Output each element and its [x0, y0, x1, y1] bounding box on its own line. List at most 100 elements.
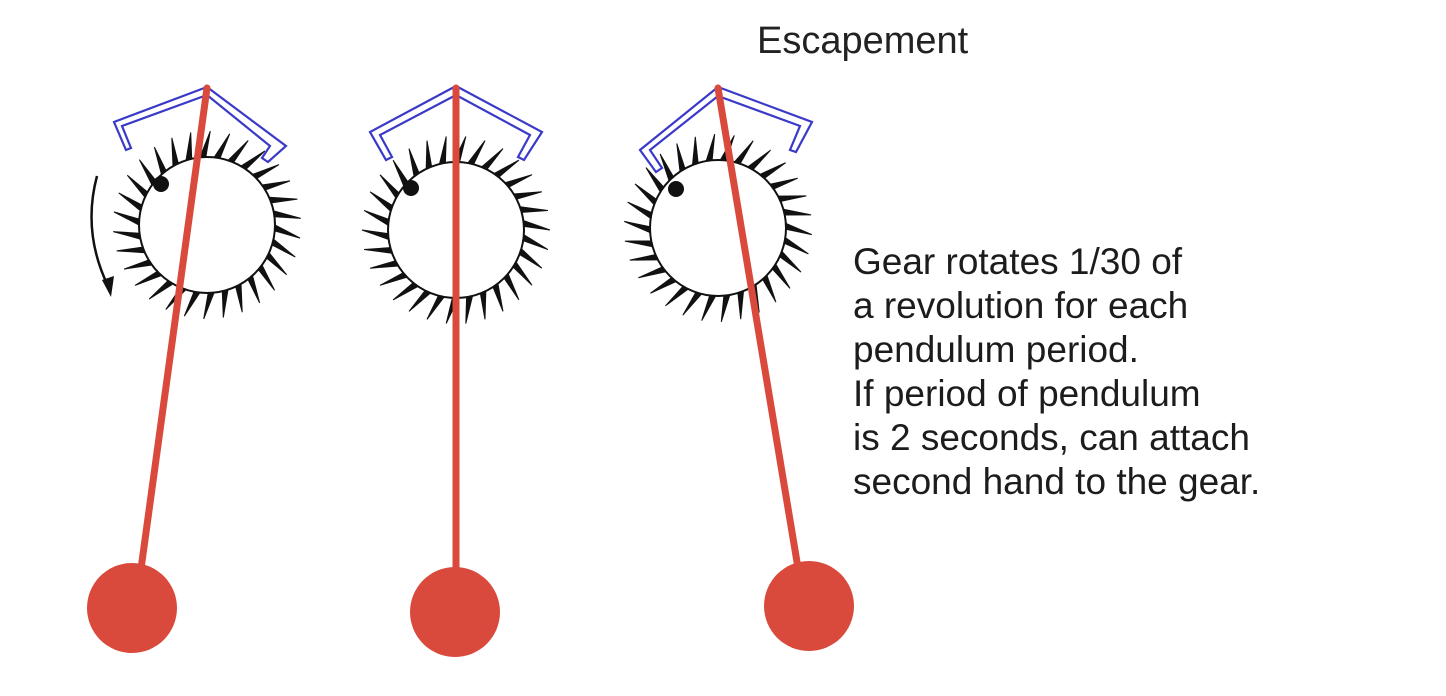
gear-marker-dot [153, 176, 169, 192]
gear-tooth [682, 292, 702, 316]
gear-tooth [650, 277, 677, 294]
gear-tooth [203, 292, 215, 320]
gear-tooth [274, 224, 301, 239]
gear-tooth [720, 294, 731, 323]
gear-tooth [379, 174, 400, 199]
gear-tooth [645, 167, 665, 193]
gear-tooth [123, 259, 153, 270]
gear-tooth [185, 132, 193, 161]
gear-tooth [629, 254, 659, 261]
gear-tooth [392, 282, 419, 301]
pendulum-rod [133, 84, 211, 602]
gear-tooth [492, 283, 504, 312]
gear-tooth [779, 250, 802, 273]
gear-tooth [783, 208, 812, 216]
gear-tooth [138, 159, 157, 186]
gear-tooth [481, 148, 504, 170]
gear-tooth [113, 231, 141, 240]
gear-tooth [665, 285, 689, 307]
escapement-assembly-center [361, 84, 551, 657]
description-line: a revolution for each [853, 285, 1189, 326]
gear-tooth [113, 211, 140, 226]
gear-tooth [627, 201, 652, 219]
gear-tooth [213, 133, 231, 159]
rotation-arrow-icon [90, 175, 114, 297]
gear-tooth [493, 159, 520, 178]
gear-tooth [785, 222, 812, 236]
description-line: pendulum period. [853, 329, 1139, 370]
gear-tooth [266, 252, 288, 276]
gear-tooth [369, 260, 399, 269]
gear-tooth [771, 263, 791, 289]
gear-tooth [408, 148, 420, 177]
gear-tooth [126, 174, 148, 198]
gear-tooth [269, 196, 298, 204]
gear-marker-dot [668, 181, 684, 197]
gear-icon [113, 130, 301, 320]
gear-tooth [523, 234, 549, 250]
gear-tooth [227, 140, 249, 163]
description-text: Gear rotates 1/30 of a revolution for ea… [853, 240, 1260, 504]
diagram-title: Escapement [757, 20, 969, 62]
gear-tooth [692, 136, 699, 166]
gear-tooth [705, 133, 716, 162]
gear-tooth [273, 210, 301, 219]
gear-tooth [118, 192, 143, 212]
gear-tooth [116, 246, 145, 254]
gear-tooth [183, 291, 201, 317]
description-line: Gear rotates 1/30 of [853, 241, 1183, 282]
gear-tooth [638, 266, 667, 279]
gear-tooth [624, 240, 653, 248]
gear-tooth [504, 174, 533, 188]
escapement-assembly-right [624, 84, 854, 651]
description-line: second hand to the gear. [853, 461, 1261, 502]
gear-tooth [257, 264, 276, 291]
gear-tooth [392, 159, 409, 187]
gear-tooth [252, 164, 280, 180]
escapement-assembly-left [87, 84, 301, 653]
gear-tooth [369, 191, 393, 212]
gear-tooth [379, 272, 408, 286]
gear-tooth [408, 290, 431, 312]
gear-tooth [624, 220, 651, 234]
gear-tooth [361, 229, 389, 240]
gear-tooth [439, 136, 447, 165]
gear-tooth [426, 295, 445, 320]
gear-tooth [467, 140, 486, 165]
gear-tooth [512, 261, 533, 286]
gear-tooth [153, 146, 167, 175]
description-line: is 2 seconds, can attach [853, 417, 1250, 458]
gear-tooth [747, 149, 771, 171]
gear-tooth [659, 153, 674, 181]
gear-tooth [759, 162, 786, 179]
pendulum-rod [714, 84, 807, 602]
gear-tooth [701, 295, 717, 321]
gear-tooth [634, 183, 657, 206]
gear-tooth [363, 210, 389, 226]
gear-tooth [503, 273, 520, 301]
gear-tooth [171, 137, 179, 167]
gear-tooth [364, 247, 393, 254]
gear-tooth [676, 143, 686, 172]
gear-icon [361, 136, 551, 324]
pendulum-bob [410, 567, 500, 657]
gear-icon [624, 133, 812, 323]
description-line: If period of pendulum [853, 373, 1201, 414]
gear-tooth [465, 295, 473, 324]
gear-marker-dot [403, 180, 419, 196]
gear-tooth [134, 270, 162, 286]
gear-tooth [519, 248, 543, 269]
gear-tooth [221, 289, 229, 318]
gear-tooth [737, 290, 744, 320]
gear-tooth [425, 140, 433, 169]
gear-rim [649, 159, 787, 297]
gear-tooth [513, 191, 543, 200]
gear-tooth [247, 275, 261, 304]
gear-tooth [769, 177, 798, 190]
gear-tooth [734, 140, 754, 164]
gear-tooth [199, 130, 211, 158]
gear-tooth [148, 280, 174, 300]
gear-tooth [235, 283, 243, 313]
gear-tooth [777, 195, 807, 202]
